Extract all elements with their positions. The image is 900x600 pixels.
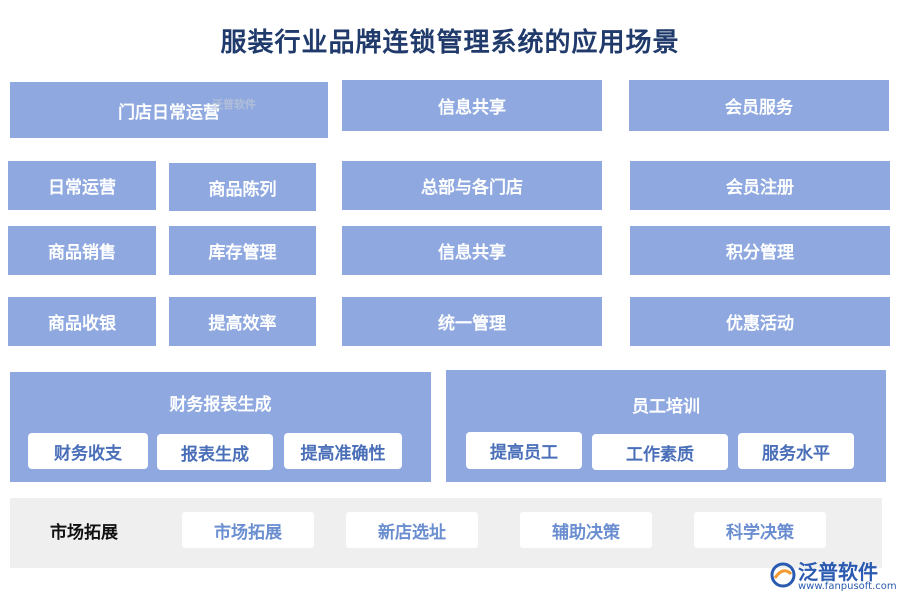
chip-finance-income: 财务收支 (28, 433, 148, 469)
logo-url: www.fanpusoft.com (798, 581, 897, 592)
brand-logo: 泛普软件 www.fanpusoft.com (770, 556, 897, 596)
box-unified-management: 统一管理 (342, 297, 602, 346)
finance-report-panel: 财务报表生成 财务收支 报表生成 提高准确性 (10, 372, 431, 482)
chip-label: 科学决策 (726, 522, 794, 543)
box-label: 积分管理 (726, 243, 794, 263)
chip-report-generation: 报表生成 (157, 434, 273, 470)
chip-improve-accuracy: 提高准确性 (284, 433, 402, 469)
chip-label: 提高员工 (490, 443, 558, 463)
panel-title: 财务报表生成 (169, 395, 272, 415)
box-label: 提高效率 (208, 314, 277, 334)
chip-label: 报表生成 (181, 444, 249, 465)
box-store-operations: 门店日常运营 (10, 82, 328, 138)
logo-mark-icon (770, 562, 796, 588)
box-inventory-management: 库存管理 (169, 226, 316, 275)
logo-name: 泛普软件 (798, 560, 878, 584)
box-label: 商品销售 (48, 243, 116, 263)
box-product-checkout: 商品收银 (8, 297, 156, 346)
chip-service-level: 服务水平 (738, 433, 854, 469)
box-improve-efficiency: 提高效率 (169, 297, 316, 346)
box-product-sales: 商品销售 (8, 226, 156, 275)
box-label: 库存管理 (208, 243, 277, 263)
chip-improve-staff: 提高员工 (466, 432, 582, 469)
market-expansion-strip: 市场拓展 市场拓展 新店选址 辅助决策 科学决策 (10, 498, 882, 568)
chip-new-store-site: 新店选址 (346, 512, 478, 548)
box-info-share: 信息共享 (342, 226, 602, 275)
box-member-service: 会员服务 (629, 80, 889, 131)
chip-label: 工作素质 (626, 444, 694, 465)
chip-market-expansion: 市场拓展 (182, 512, 314, 548)
box-label: 门店日常运营 (118, 102, 220, 123)
box-label: 商品陈列 (208, 179, 277, 200)
chip-label: 新店选址 (378, 522, 446, 543)
box-member-registration: 会员注册 (630, 161, 890, 210)
market-label: 市场拓展 (50, 523, 118, 543)
box-label: 优惠活动 (726, 314, 794, 334)
chip-label: 辅助决策 (552, 522, 620, 543)
chip-label: 市场拓展 (214, 522, 282, 543)
box-hq-and-stores: 总部与各门店 (342, 161, 602, 210)
box-points-management: 积分管理 (630, 226, 890, 275)
box-info-share-header: 信息共享 (342, 80, 602, 131)
chip-label: 服务水平 (762, 443, 830, 464)
box-label: 会员注册 (726, 178, 794, 198)
chip-label: 提高准确性 (300, 443, 386, 464)
box-label: 信息共享 (438, 98, 506, 118)
box-label: 商品收银 (48, 314, 116, 334)
chip-scientific-decision: 科学决策 (694, 512, 826, 548)
box-product-display: 商品陈列 (169, 163, 316, 211)
box-daily-operations: 日常运营 (8, 161, 156, 210)
watermark: 泛普软件 (212, 98, 256, 111)
box-promotions: 优惠活动 (630, 297, 890, 346)
box-label: 统一管理 (438, 314, 506, 334)
chip-label: 财务收支 (54, 443, 122, 464)
staff-training-panel: 员工培训 提高员工 工作素质 服务水平 (446, 370, 886, 482)
box-label: 日常运营 (48, 178, 116, 198)
chip-work-quality: 工作素质 (592, 434, 728, 470)
box-label: 会员服务 (725, 98, 793, 118)
chip-assisted-decision: 辅助决策 (520, 512, 652, 548)
panel-title: 员工培训 (632, 397, 700, 417)
page-title: 服装行业品牌连锁管理系统的应用场景 (220, 28, 680, 58)
box-label: 总部与各门店 (421, 178, 523, 198)
box-label: 信息共享 (438, 243, 506, 263)
